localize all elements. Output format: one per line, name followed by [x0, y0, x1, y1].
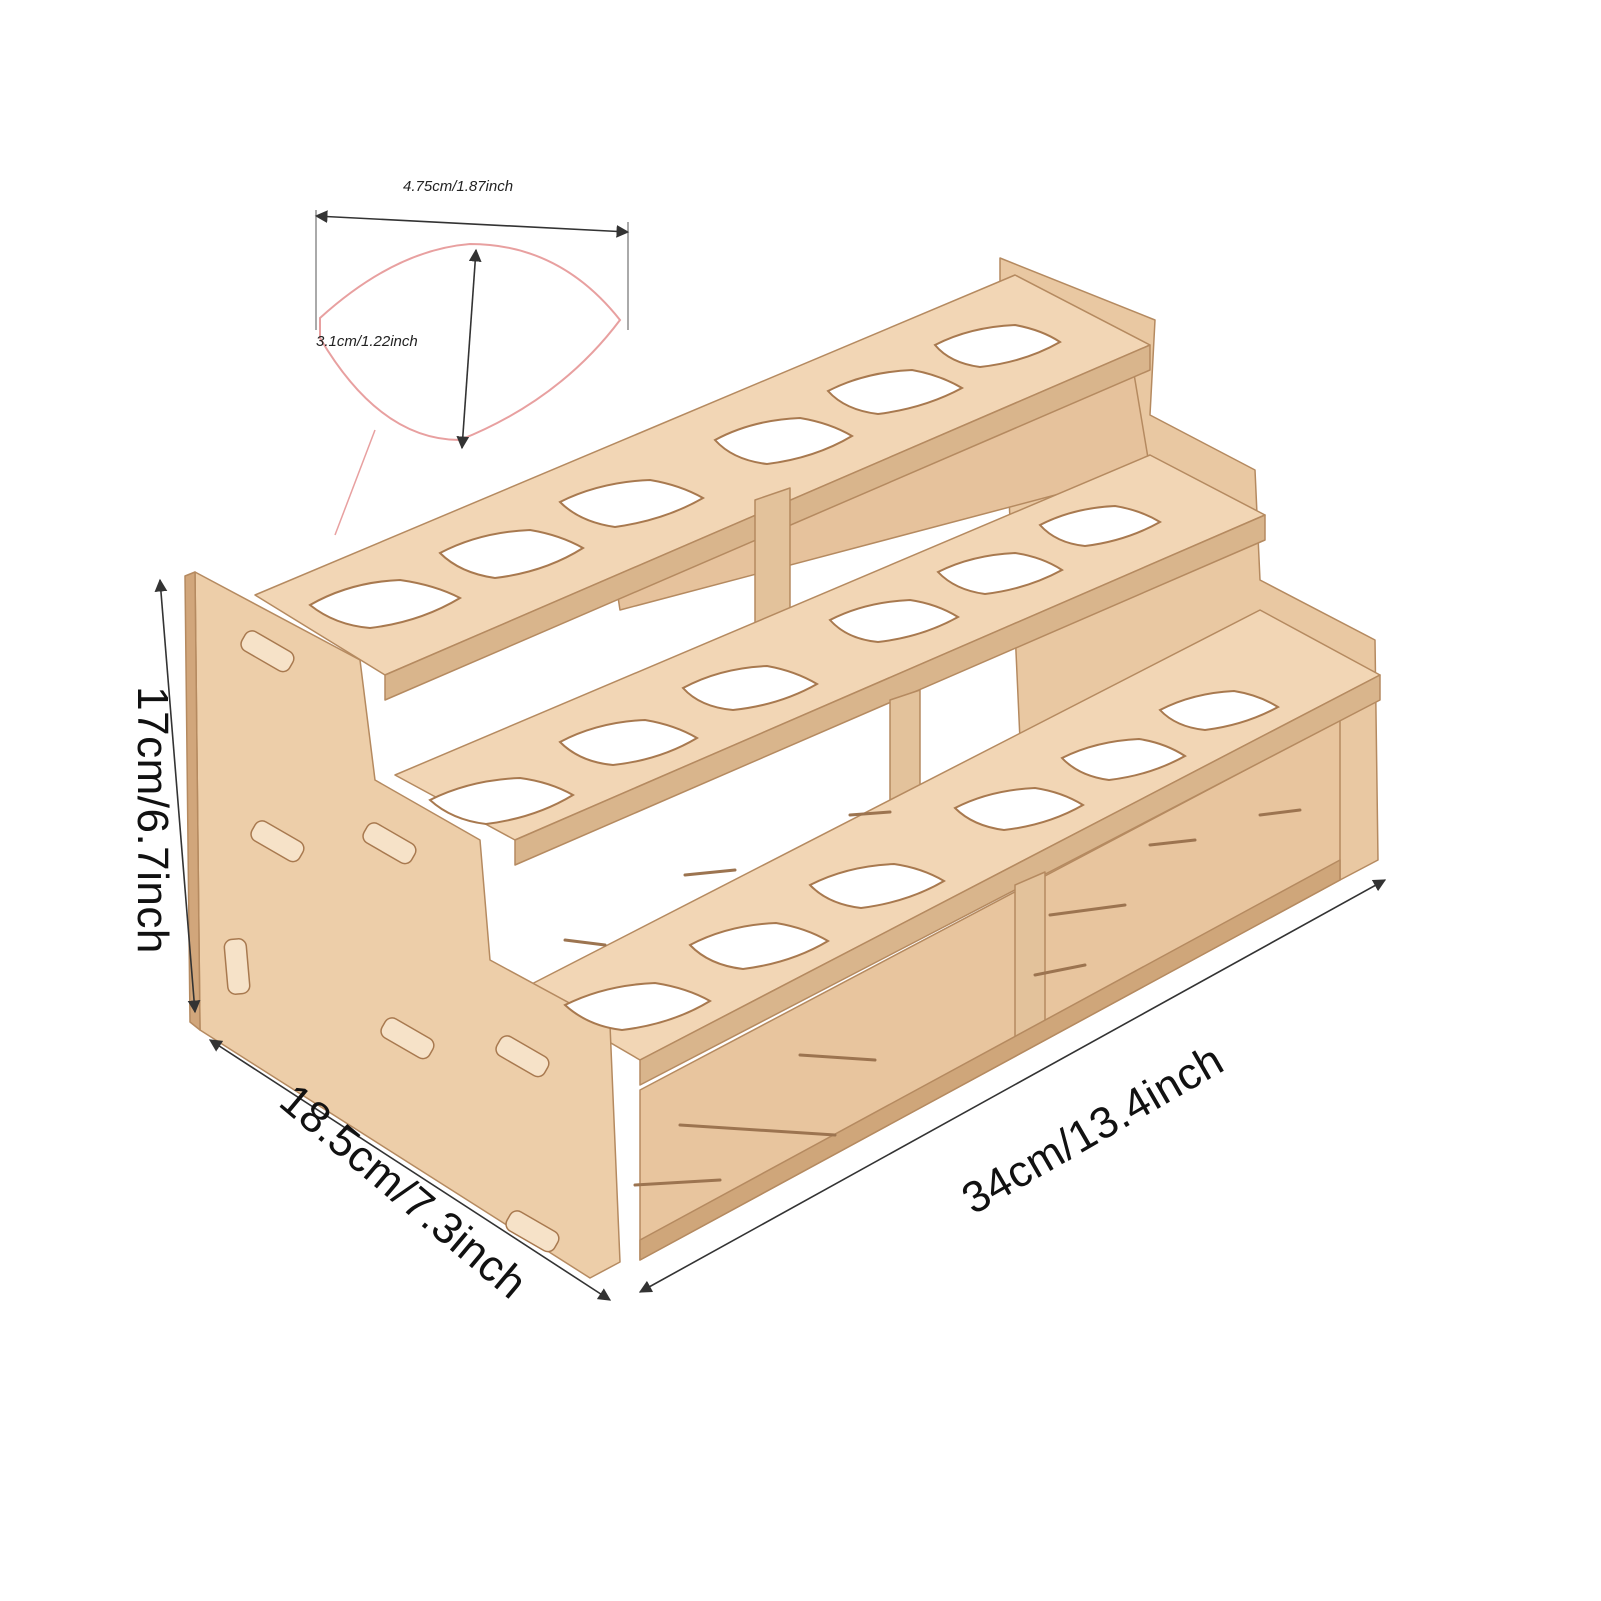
- hole: [953, 786, 1085, 832]
- hole-height-label: 3.1cm/1.22inch: [316, 333, 418, 350]
- hole: [828, 598, 960, 644]
- hole-height-dimension-line: [456, 248, 482, 450]
- hole: [428, 776, 575, 826]
- length-dimension-line: [638, 879, 1387, 1293]
- dimension-lines: [154, 578, 1387, 1301]
- shelf-holes: [308, 323, 1280, 1032]
- hole: [558, 478, 706, 529]
- hole-width-dimension-line: [314, 210, 630, 238]
- height-dimension-line: [154, 578, 201, 1014]
- hole: [713, 416, 854, 466]
- hole: [558, 718, 699, 767]
- hole: [1038, 504, 1162, 548]
- hole-pointer-line: [334, 429, 376, 536]
- hole-outline: [319, 242, 622, 442]
- hole: [438, 528, 585, 580]
- hole: [681, 664, 819, 712]
- hole-width-label: 4.75cm/1.87inch: [403, 178, 514, 195]
- hole: [1158, 689, 1280, 732]
- hole: [936, 551, 1064, 596]
- rack-height-label: 17cm/6.7inch: [128, 686, 177, 954]
- hole-detail: [314, 210, 630, 536]
- hole: [1060, 737, 1187, 782]
- hole: [933, 323, 1062, 369]
- wooden-rack: [184, 257, 1381, 1279]
- hole: [308, 578, 463, 630]
- hole: [826, 368, 965, 416]
- depth-dimension-line: [208, 1039, 612, 1301]
